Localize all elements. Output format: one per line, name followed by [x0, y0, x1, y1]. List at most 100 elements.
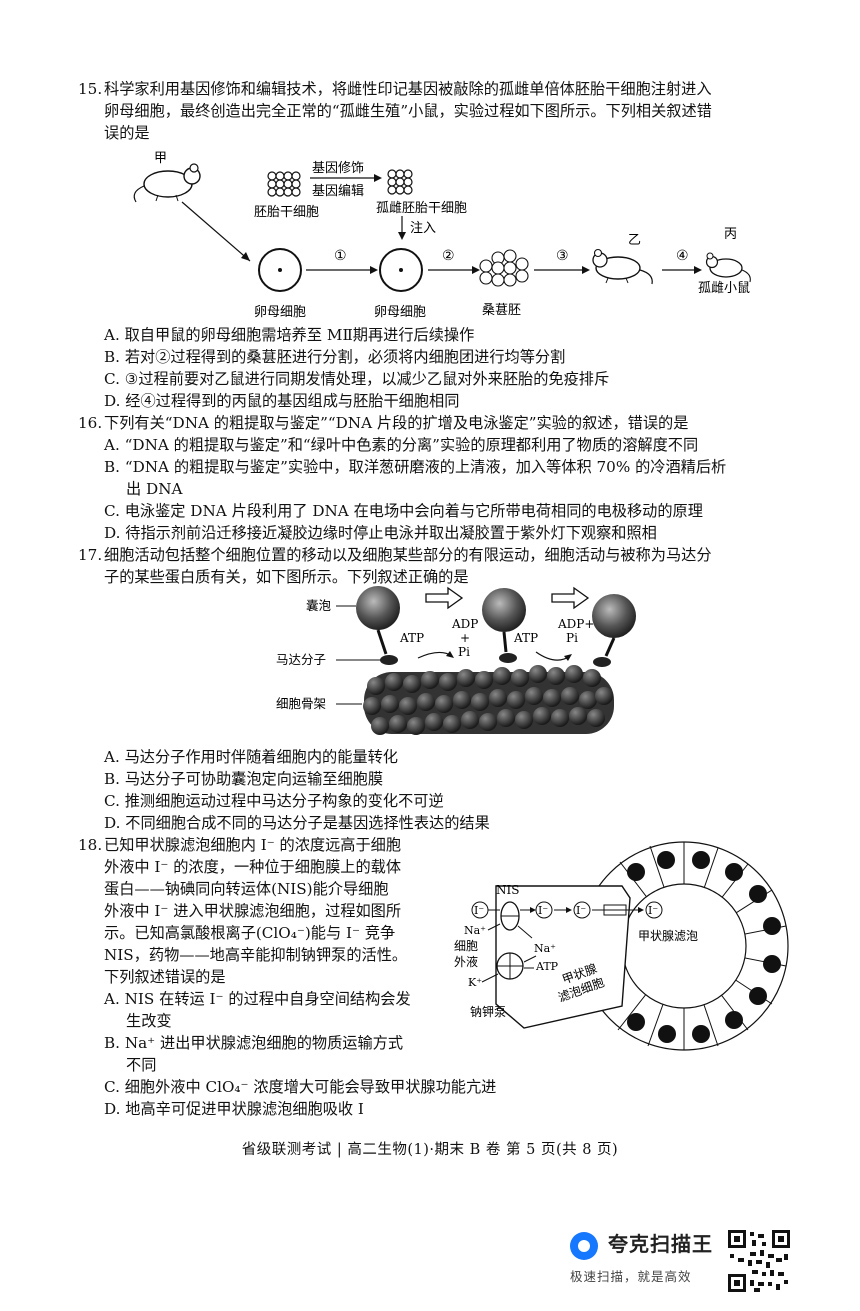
brand-slogan: 极速扫描，就是高效 [570, 1269, 692, 1284]
inject-label: 注入 [410, 221, 436, 236]
q18-line7: 下列叙述错误的是 [104, 968, 226, 986]
vesicle-1-icon [356, 586, 400, 665]
sodium-2-label: Na⁺ [534, 942, 556, 955]
iodide-1-label: I⁻ [474, 904, 484, 917]
q18-option-c: C. 细胞外液中 ClO₄⁻ 浓度增大可能会导致甲状腺功能亢进 [104, 1078, 497, 1096]
q18-option-a-line2: 生改变 [126, 1012, 172, 1030]
nis-transporter-icon [500, 901, 520, 931]
vesicle-2-icon [482, 588, 526, 663]
q15-number: 15. [78, 80, 103, 98]
scanner-watermark: 夸克扫描王 极速扫描，就是高效 [568, 1228, 718, 1288]
morula-label: 桑葚胚 [482, 303, 521, 318]
q15-option-d: D. 经④过程得到的丙鼠的基因组成与胚胎干细胞相同 [104, 392, 460, 410]
q17-option-b: B. 马达分子可协助囊泡定向运输至细胞膜 [104, 770, 384, 788]
vesicle-3-icon [592, 594, 636, 667]
q18-option-b-line2: 不同 [126, 1056, 157, 1074]
parthenogenetic-mouse-label: 孤雌小鼠 [698, 280, 750, 296]
q18-stem: 18.已知甲状腺滤泡细胞内 I⁻ 的浓度远高于细胞 外液中 I⁻ 的浓度，一种位… [78, 834, 458, 988]
iodide-2-label: I⁻ [538, 904, 548, 917]
gene-edit-label: 基因编辑 [312, 184, 364, 199]
q18-option-d: D. 地高辛可促进甲状腺滤泡细胞吸收 I [104, 1100, 364, 1118]
skeleton-label: 细胞骨架 [276, 696, 326, 711]
quark-logo-icon [570, 1232, 598, 1260]
brand-name: 夸克扫描王 [608, 1232, 713, 1256]
atp-2-label: ATP [513, 631, 538, 645]
direction-arrow-1-icon [425, 586, 464, 610]
plus-1-label: + [460, 631, 470, 645]
q15-figure: 甲 胚胎干细胞 基因修饰 基因编辑 孤雌胚胎干细胞 注入 卵母细胞 ① [133, 151, 751, 320]
q16-number: 16. [78, 414, 103, 432]
q18-line6: NIS，药物——地高辛能抑制钠钾泵的活性。 [104, 946, 408, 964]
haploid-stem-cells-icon [387, 169, 413, 195]
q17-option-a: A. 马达分子作用时伴随着细胞内的能量转化 [104, 748, 398, 766]
q15-option-c: C. ③过程前要对乙鼠进行同期发情处理，以减少乙鼠对外来胚胎的免疫排斥 [104, 370, 610, 388]
q15-stem-line1: 科学家利用基因修饰和编辑技术，将雌性印记基因被敲除的孤雌单倍体胚胎干细胞注射进入 [104, 80, 712, 98]
atp-label: ATP [535, 960, 559, 973]
q18-line4: 外液中 I⁻ 进入甲状腺滤泡细胞，过程如图所 [104, 902, 402, 920]
q18-line1: 已知甲状腺滤泡细胞内 I⁻ 的浓度远高于细胞 [104, 836, 402, 854]
cytoskeleton-icon [363, 665, 614, 735]
q16-option-a: A. “DNA 的粗提取与鉴定”和“绿叶中色素的分离”实验的原理都利用了物质的溶… [104, 436, 699, 454]
q16-option-b-line2: 出 DNA [126, 480, 183, 498]
q17-stem: 17.细胞活动包括整个细胞位置的移动以及细胞某些部分的有限运动，细胞活动与被称为… [78, 544, 790, 588]
haploid-cells-label: 孤雌胚胎干细胞 [376, 200, 467, 216]
q18-option-b-line1: B. Na⁺ 进出甲状腺滤泡细胞的物质运输方式 [104, 1034, 404, 1052]
sodium-1-label: Na⁺ [464, 924, 486, 937]
q18-option-a-line1: A. NIS 在转运 I⁻ 的过程中自身空间结构会发 [104, 990, 411, 1008]
q17-option-c: C. 推测细胞运动过程中马达分子构象的变化不可逆 [104, 792, 444, 810]
q18-line5: 示。已知高氯酸根离子(ClO₄⁻)能与 I⁻ 竞争 [104, 924, 396, 942]
sodium-potassium-pump-icon [496, 952, 524, 980]
q16-option-d: D. 待指示剂前沿迁移接近凝胶边缘时停止电泳并取出凝胶置于紫外灯下观察和照相 [104, 524, 657, 542]
q18-number: 18. [78, 836, 103, 854]
oocyte-1-icon [258, 248, 302, 292]
morula-icon [479, 249, 529, 287]
direction-arrow-2-icon [551, 586, 590, 610]
embryo-stem-cells-icon [267, 171, 301, 197]
q17-stem-line1: 细胞活动包括整个细胞位置的移动以及细胞某些部分的有限运动，细胞活动与被称为马达分 [104, 546, 712, 564]
q17-option-d: D. 不同细胞合成不同的马达分子是基因选择性表达的结果 [104, 814, 490, 832]
q16-option-c: C. 电泳鉴定 DNA 片段利用了 DNA 在电场中会向着与它所带电荷相同的电极… [104, 502, 703, 520]
step-1-label: ① [334, 248, 347, 264]
step-4-label: ④ [676, 248, 689, 264]
nis-label: NIS [496, 883, 519, 897]
atp-1-label: ATP [399, 631, 424, 645]
oocyte-2-icon [379, 248, 423, 292]
q15-stem: 15.科学家利用基因修饰和编辑技术，将雌性印记基因被敲除的孤雌单倍体胚胎干细胞注… [78, 78, 790, 144]
mouse-jia-icon [133, 163, 201, 203]
q16-stem-text: 下列有关“DNA 的粗提取与鉴定”“DNA 片段的扩增及电泳鉴定”实验的叙述，错… [104, 414, 689, 432]
step-3-label: ③ [556, 248, 569, 264]
vesicle-label: 囊泡 [306, 598, 332, 613]
adp-1-label: ADP [451, 617, 478, 631]
pi-2-label: Pi [566, 631, 578, 645]
qr-code-icon [726, 1228, 792, 1294]
extracellular-label-1: 细胞 [454, 939, 478, 953]
follicular-cell-outline [495, 885, 631, 1029]
q17-number: 17. [78, 546, 103, 564]
oocyte-1-label: 卵母细胞 [254, 305, 306, 320]
yi-label: 乙 [628, 233, 641, 248]
oocyte-2-label: 卵母细胞 [374, 305, 426, 320]
mouse-yi-icon [592, 248, 653, 285]
q16-stem: 16.下列有关“DNA 的粗提取与鉴定”“DNA 片段的扩增及电泳鉴定”实验的叙… [78, 412, 790, 434]
q15-stem-line2: 卵母细胞，最终创造出完全正常的“孤雌生殖”小鼠，实验过程如下图所示。下列相关叙述… [104, 102, 712, 120]
adp-2-label: ADP+ [557, 617, 594, 631]
q15-option-b: B. 若对②过程得到的桑葚胚进行分割，必须将内细胞团进行均等分割 [104, 348, 566, 366]
q18-figure: NIS I⁻ Na⁺ I⁻ I⁻ I⁻ 甲状腺滤泡 Na⁺ ATP K⁺ 细胞 … [454, 841, 789, 1051]
q15-stem-line3: 误的是 [104, 124, 150, 142]
iodide-4-label: I⁻ [648, 904, 658, 917]
potassium-label: K⁺ [468, 976, 482, 989]
mouse-bing-icon [705, 252, 751, 283]
gene-modify-label: 基因修饰 [312, 161, 364, 176]
q17-figure: 囊泡 马达分子 细胞骨架 [276, 586, 636, 735]
q15-option-a: A. 取自甲鼠的卵母细胞需培养至 MⅡ期再进行后续操作 [104, 326, 475, 344]
bing-label: 丙 [724, 227, 737, 242]
q17-stem-line2: 子的某些蛋白质有关，如下图所示。下列叙述正确的是 [104, 568, 469, 586]
page-footer: 省级联测考试 | 高二生物(1)·期末 B 卷 第 5 页(共 8 页) [241, 1142, 619, 1158]
motor-label: 马达分子 [276, 652, 326, 667]
jia-label: 甲 [154, 151, 167, 166]
embryo-cells-label: 胚胎干细胞 [254, 205, 319, 220]
q16-option-b-line1: B. “DNA 的粗提取与鉴定”实验中，取洋葱研磨液的上清液，加入等体积 70%… [104, 458, 727, 476]
iodide-3-label: I⁻ [576, 904, 586, 917]
pump-label: 钠钾泵 [470, 1004, 506, 1019]
step-2-label: ② [442, 248, 455, 264]
